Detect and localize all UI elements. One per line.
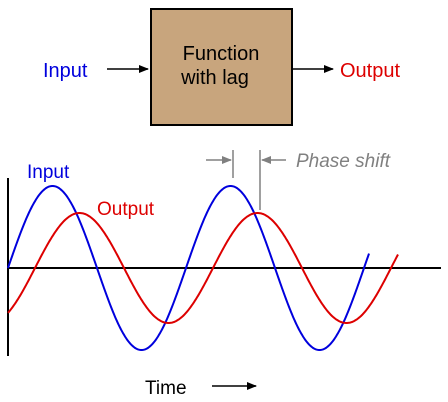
block-line1: Function [183, 43, 260, 65]
plot-output-label: Output [97, 199, 155, 220]
input-wave [7, 185, 370, 351]
plot-input-label: Input [27, 162, 70, 183]
block-line2: with lag [180, 67, 249, 89]
function-block [150, 8, 293, 126]
phase-shift-label: Phase shift [296, 151, 391, 172]
output-wave [7, 212, 399, 324]
block-input-label: Input [43, 60, 88, 82]
block-output-label: Output [340, 60, 400, 82]
time-label: Time [145, 378, 187, 399]
